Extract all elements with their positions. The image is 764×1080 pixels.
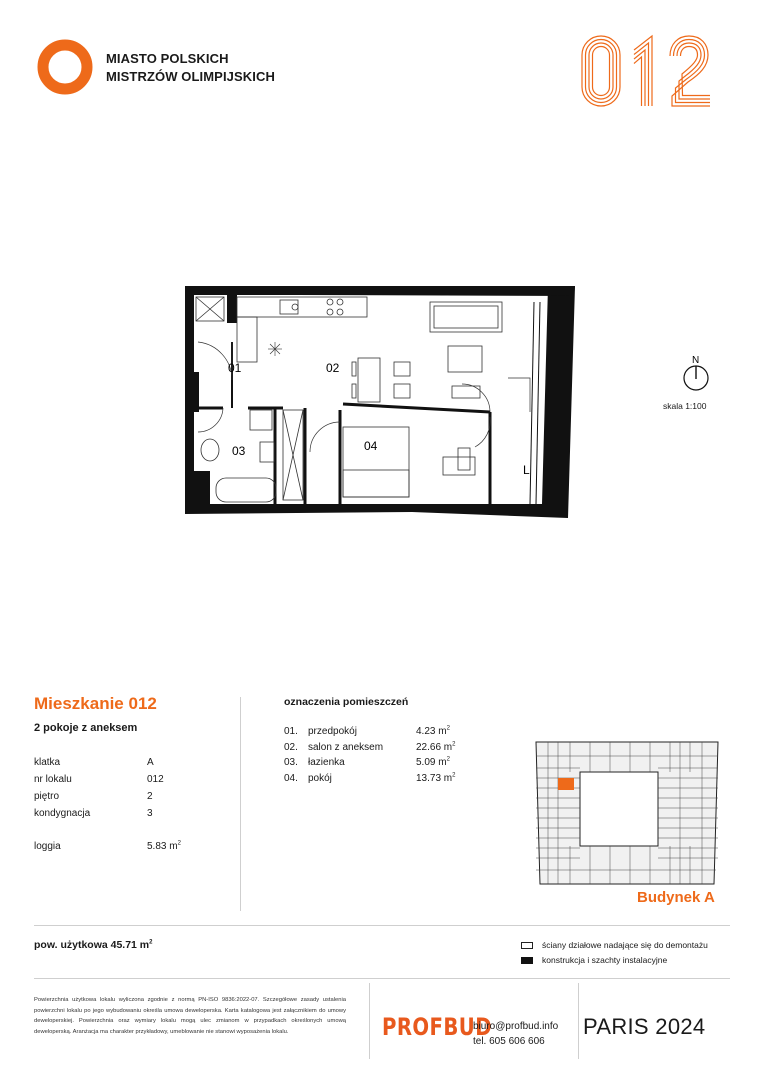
property-row: piętro 2 (34, 791, 181, 808)
room-label-04: 04 (364, 439, 378, 453)
property-label: piętro (34, 791, 60, 802)
property-label: klatka (34, 757, 61, 768)
developer-logo: PROFBUD (382, 1013, 492, 1041)
divider (34, 978, 730, 979)
property-row: nr lokalu 012 (34, 774, 181, 791)
legend-swatch-solid (521, 956, 533, 964)
unit-subtitle: 2 pokoje z aneksem (34, 722, 138, 734)
unit-number-text: 012 (570, 30, 572, 31)
legend-demolish-label: ściany działowe nadające się do demontaż… (542, 940, 708, 950)
loggia-label: loggia (34, 841, 61, 852)
legend-swatch-outline (521, 941, 533, 949)
loggia-row: loggia 5.83 m2 (34, 841, 181, 858)
unit-properties: klatka A nr lokalu 012 piętro 2 kondygnacja… (34, 757, 181, 858)
divider (578, 983, 579, 1059)
contact-info: biuro@profbud.info tel. 605 606 606 (473, 1019, 558, 1049)
brand-name-line1: MIASTO POLSKICH (106, 51, 229, 66)
legend-demolish: ściany działowe nadające się do demontaż… (521, 940, 708, 950)
legend-structure: konstrukcja i szachty instalacyjne (521, 955, 667, 965)
scale-label: skala 1:100 (663, 401, 707, 411)
property-row: klatka A (34, 757, 181, 774)
contact-phone[interactable]: tel. 605 606 606 (473, 1036, 545, 1047)
unit-number-big: 012 (570, 30, 710, 107)
property-value: 2 (147, 791, 153, 802)
project-name: PARIS 2024 (583, 1014, 706, 1039)
property-value: A (147, 757, 154, 768)
disclaimer: Powierzchnia użytkowa lokalu wyliczona z… (34, 997, 346, 1035)
loggia-value: 5.83 m2 (147, 840, 181, 852)
brand-name-line2: MISTRZÓW OLIMPIJSKICH (106, 69, 275, 84)
property-row: kondygnacja 3 (34, 808, 181, 825)
room-label-03: 03 (232, 444, 246, 458)
property-label: kondygnacja (34, 808, 91, 819)
building-label: Budynek A (637, 889, 715, 906)
compass-label: N (692, 355, 699, 366)
contact-email[interactable]: biuro@profbud.info (473, 1021, 559, 1032)
compass-icon: N (683, 355, 709, 391)
property-label: nr lokalu (34, 774, 72, 785)
room-label-02: 02 (326, 361, 340, 375)
floor-plan: 01 02 03 04 L (185, 286, 575, 518)
unit-highlight (558, 778, 574, 790)
property-value: 012 (147, 774, 164, 785)
rooms-title: oznaczenia pomieszczeń (284, 696, 409, 708)
building-key-plan (535, 741, 719, 885)
divider (369, 983, 370, 1059)
brand-logo (37, 39, 93, 95)
unit-title: Mieszkanie 012 (34, 694, 157, 713)
room-label-01: 01 (228, 361, 242, 375)
divider (34, 925, 730, 926)
brand-name: MIASTO POLSKICH MISTRZÓW OLIMPIJSKICH (106, 50, 275, 86)
property-value: 3 (147, 808, 153, 819)
legend-structure-label: konstrukcja i szachty instalacyjne (542, 955, 668, 965)
divider (240, 697, 241, 911)
room-label-loggia: L (523, 463, 530, 477)
total-area: pow. użytkowa 45.71 m2 (34, 939, 153, 951)
